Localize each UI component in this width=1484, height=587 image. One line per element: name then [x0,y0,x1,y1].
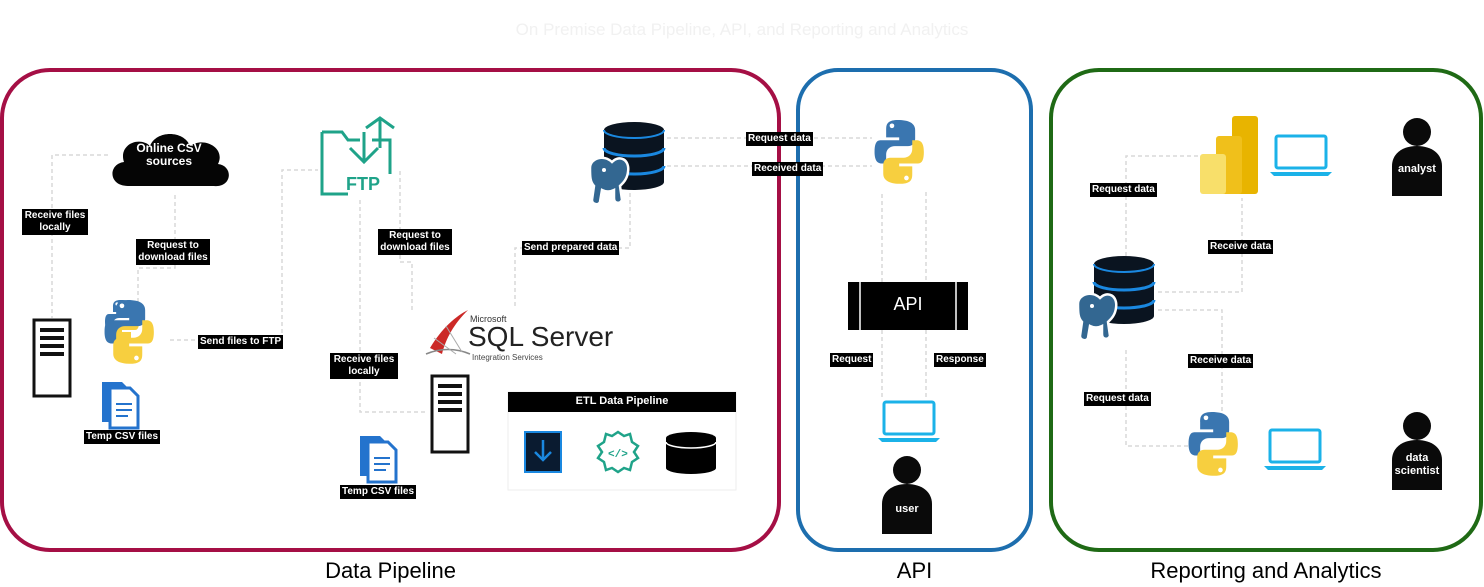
edge-request: Request [830,353,874,367]
edge-request-data-pbi: Request data [1090,183,1157,197]
temp-csv-label-1: Temp CSV files [84,430,161,444]
document-icon [100,380,140,430]
reporting-container [1049,68,1483,552]
server-icon-2 [430,374,470,454]
ftp-icon: FTP [320,116,395,196]
edge-received-data-api: Received data [752,162,824,176]
edge-send-files-ftp: Send files to FTP [198,335,284,349]
postgres-icon [588,156,630,206]
database-disk-icon [665,432,717,474]
document-icon-2 [358,434,398,484]
svg-text:FTP: FTP [346,174,380,194]
server-icon [32,318,72,398]
edge-request-data-api: Request data [746,132,813,146]
powerbi-icon [1200,116,1258,194]
section-label-reporting: Reporting and Analytics [1150,558,1382,583]
api-box [848,282,968,330]
analyst-icon [1392,118,1442,196]
data-scientist-label: data scientist [1394,452,1440,477]
edge-request-download-1: Request to download files [136,239,210,265]
etl-title: ETL Data Pipeline [575,395,669,407]
api-container [796,68,1033,552]
user-icon [882,456,932,534]
code-gear-icon: </> [596,430,640,474]
api-box-label: API [893,294,923,314]
ssis-name: SQL Server [468,321,614,352]
svg-text:</>: </> [608,449,628,461]
edge-receive-data-pbi: Receive data [1208,240,1274,254]
edge-request-download-2: Request to download files [378,229,452,255]
edge-receive-files-locally-2: Receive files locally [330,353,398,379]
edge-receive-data-py: Receive data [1188,354,1254,368]
section-label-data-pipeline: Data Pipeline [325,558,456,583]
edge-response: Response [934,353,986,367]
ssis-brand: Microsoft [470,314,507,324]
python-icon-api [874,120,924,184]
temp-csv-label-2: Temp CSV files [340,485,417,499]
laptop-icon-api [876,400,942,444]
user-label: user [895,503,919,515]
postgres-icon-reporting [1076,292,1118,342]
data-scientist-icon [1392,412,1442,490]
analyst-label: analyst [1398,163,1436,175]
edge-receive-files-locally-1: Receive files locally [22,209,88,235]
online-csv-label: Online CSV sources [136,141,202,168]
diagram-title: On Premise Data Pipeline, API, and Repor… [515,20,969,39]
laptop-icon-scientist [1262,428,1328,472]
edge-request-data-py: Request data [1084,392,1151,406]
download-icon [524,431,562,473]
sql-server-icon [425,310,471,355]
python-icon-reporting [1188,412,1238,476]
laptop-icon-analyst [1268,134,1334,178]
cloud-icon [112,134,229,187]
section-label-api: API [896,558,933,583]
edge-send-prepared-data: Send prepared data [522,241,620,255]
data-pipeline-container [0,68,781,552]
ssis-sub: Integration Services [472,353,543,362]
etl-header [508,392,736,412]
python-icon-pipeline [104,300,154,364]
